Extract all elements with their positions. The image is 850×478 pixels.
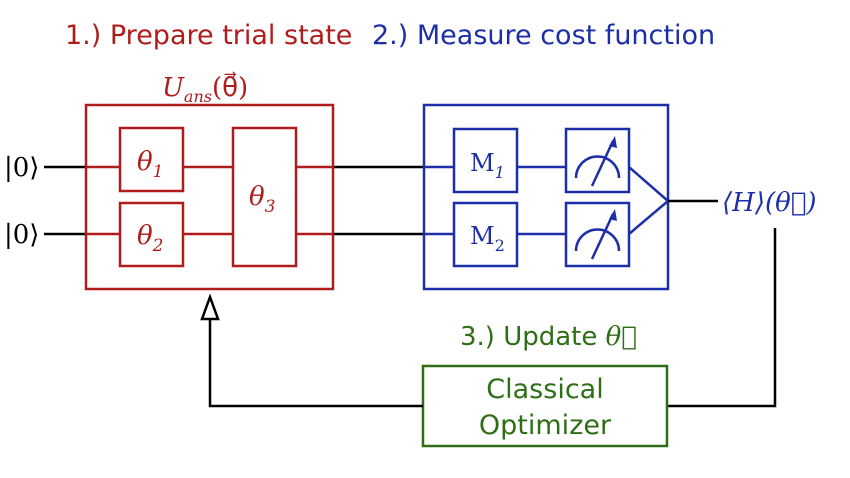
- feedback-arrowhead-icon: [200, 293, 220, 321]
- gate-m2-main: M: [470, 222, 495, 250]
- meter-2-icon: [564, 201, 631, 268]
- ansatz-label-main: U: [162, 73, 185, 103]
- step3-prefix: 3.) Update: [460, 322, 606, 352]
- ansatz-label: Uans(θ⃗): [162, 71, 248, 106]
- gate-m1-box: [452, 127, 519, 194]
- gate-m1-sub: 1: [495, 163, 505, 182]
- measurement-block: M1 M2: [422, 103, 670, 291]
- gate-theta1-main: θ: [137, 147, 153, 177]
- step3-symbol: θ⃗: [606, 322, 637, 352]
- gate-theta2-sub: 2: [152, 236, 164, 256]
- measurement-frame: [422, 103, 670, 291]
- optimizer-frame: [421, 364, 669, 448]
- optimizer-line1: Classical: [486, 374, 603, 405]
- gate-m1-main: M: [470, 149, 495, 177]
- gate-theta1-label: θ1: [137, 147, 163, 182]
- gate-theta2-main: θ: [137, 221, 153, 251]
- ansatz-label-sub: ans: [184, 87, 212, 106]
- ansatz-frame: [84, 103, 335, 291]
- combine-line-1: [628, 166, 669, 202]
- classical-optimizer-block: Classical Optimizer: [421, 364, 669, 448]
- gate-theta1-sub: 1: [153, 162, 164, 182]
- gate-theta3-sub: 3: [265, 197, 276, 217]
- feedback-line-left: [208, 320, 423, 408]
- gate-m1-label: M1: [470, 149, 505, 182]
- step1-header: 1.) Prepare trial state: [65, 20, 352, 51]
- meter-1-icon: [564, 127, 631, 194]
- qubit-input-2: |0⟩: [4, 220, 39, 250]
- qubit-input-1: |0⟩: [4, 153, 39, 183]
- combine-line-2: [628, 200, 669, 235]
- gate-m2-label: M2: [470, 222, 505, 255]
- feedback-line-right: [668, 228, 777, 408]
- step2-header: 2.) Measure cost function: [372, 20, 715, 51]
- gate-theta3-label: θ3: [249, 182, 275, 217]
- gate-m2-box: [452, 201, 519, 268]
- expectation-label: ⟨H⟩(θ⃗): [722, 188, 817, 218]
- ansatz-block: θ1 θ2 θ3: [84, 103, 335, 291]
- step3-header: 3.) Update θ⃗: [460, 322, 637, 352]
- gate-theta1-box: [118, 126, 185, 193]
- gate-m2-sub: 2: [495, 236, 505, 255]
- gate-theta3-main: θ: [249, 182, 265, 212]
- gate-theta3-box: [231, 126, 298, 268]
- optimizer-line2: Optimizer: [479, 410, 612, 441]
- gate-theta2-box: [118, 201, 185, 268]
- gate-theta2-label: θ2: [137, 221, 163, 256]
- ansatz-label-arg: (θ⃗): [212, 71, 248, 103]
